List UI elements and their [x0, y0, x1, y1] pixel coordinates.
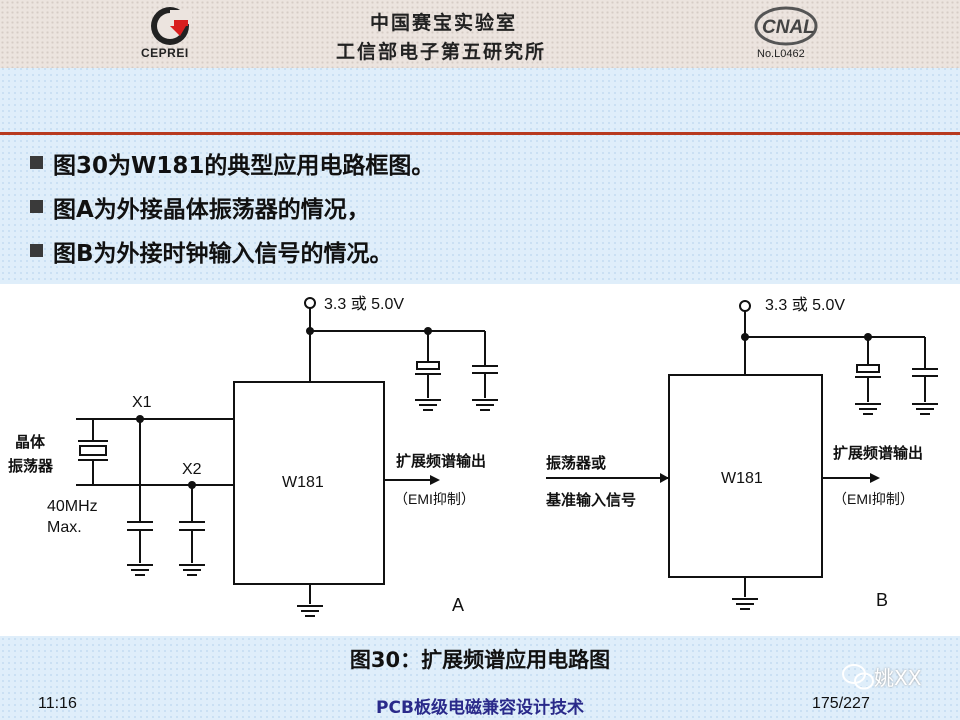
bullet-text: 图B为外接时钟输入信号的情况。 [53, 241, 393, 267]
cnal-number: No.L0462 [757, 48, 805, 60]
b-input-label-1: 振荡器或 [546, 454, 606, 472]
b-supply-label: 3.3 或 5.0V [765, 296, 845, 314]
a-emi-label: （EMI抑制） [394, 491, 475, 507]
b-emi-label: （EMI抑制） [833, 491, 914, 507]
figure-caption: 图30：扩展频谱应用电路图 [349, 648, 611, 672]
b-figure-label: B [876, 590, 888, 610]
title-rule [0, 132, 960, 135]
a-chip-label: W181 [282, 474, 324, 491]
a-figure-label: A [452, 595, 464, 615]
a-output-label: 扩展频谱输出 [396, 452, 486, 470]
bullet-text: 图30为W181的典型应用电路框图。 [53, 153, 435, 179]
cnal-logo-icon: CNAL [754, 6, 818, 46]
footer-time: 11:16 [38, 695, 77, 712]
b-chip-label: W181 [721, 470, 763, 487]
chip-a-box [233, 381, 385, 585]
a-max-label: Max. [47, 519, 82, 536]
a-crystal-label-1: 晶体 [15, 433, 46, 451]
watermark-text: 姚XX [874, 666, 922, 690]
wechat-icon [842, 664, 874, 690]
a-crystal-label-2: 振荡器 [8, 457, 54, 475]
page-number: 175/227 [812, 695, 870, 712]
org-name-line2: 工信部电子第五研究所 [336, 41, 547, 63]
svg-text:CNAL: CNAL [762, 17, 815, 38]
a-freq-label: 40MHz [47, 498, 98, 515]
b-input-label-2: 基准输入信号 [545, 491, 636, 509]
bullet-text: 图A为外接晶体振荡器的情况， [53, 197, 370, 223]
bullet-square-icon [30, 156, 43, 169]
ceprei-logo-icon [151, 7, 192, 45]
circuit-diagram: 3.3 或 5.0V X1 X2 晶体 振荡器 40MHz Max. W181 … [8, 295, 939, 617]
a-x1-label: X1 [132, 394, 152, 411]
ceprei-logo-text: CEPREI [141, 46, 189, 60]
org-name-line1: 中国赛宝实验室 [370, 12, 518, 34]
footer-title: PCB板级电磁兼容设计技术 [376, 698, 584, 718]
bullet-square-icon [30, 244, 43, 257]
slide-header: CEPREI 中国赛宝实验室 工信部电子第五研究所 CNAL No.L0462 [0, 0, 960, 68]
a-supply-label: 3.3 或 5.0V [324, 295, 404, 313]
circuit-diagram-panel: 3.3 或 5.0V X1 X2 晶体 振荡器 40MHz Max. W181 … [0, 284, 960, 636]
bullet-square-icon [30, 200, 43, 213]
a-x2-label: X2 [182, 461, 202, 478]
b-output-label: 扩展频谱输出 [833, 444, 923, 462]
chip-b-box [668, 374, 823, 578]
